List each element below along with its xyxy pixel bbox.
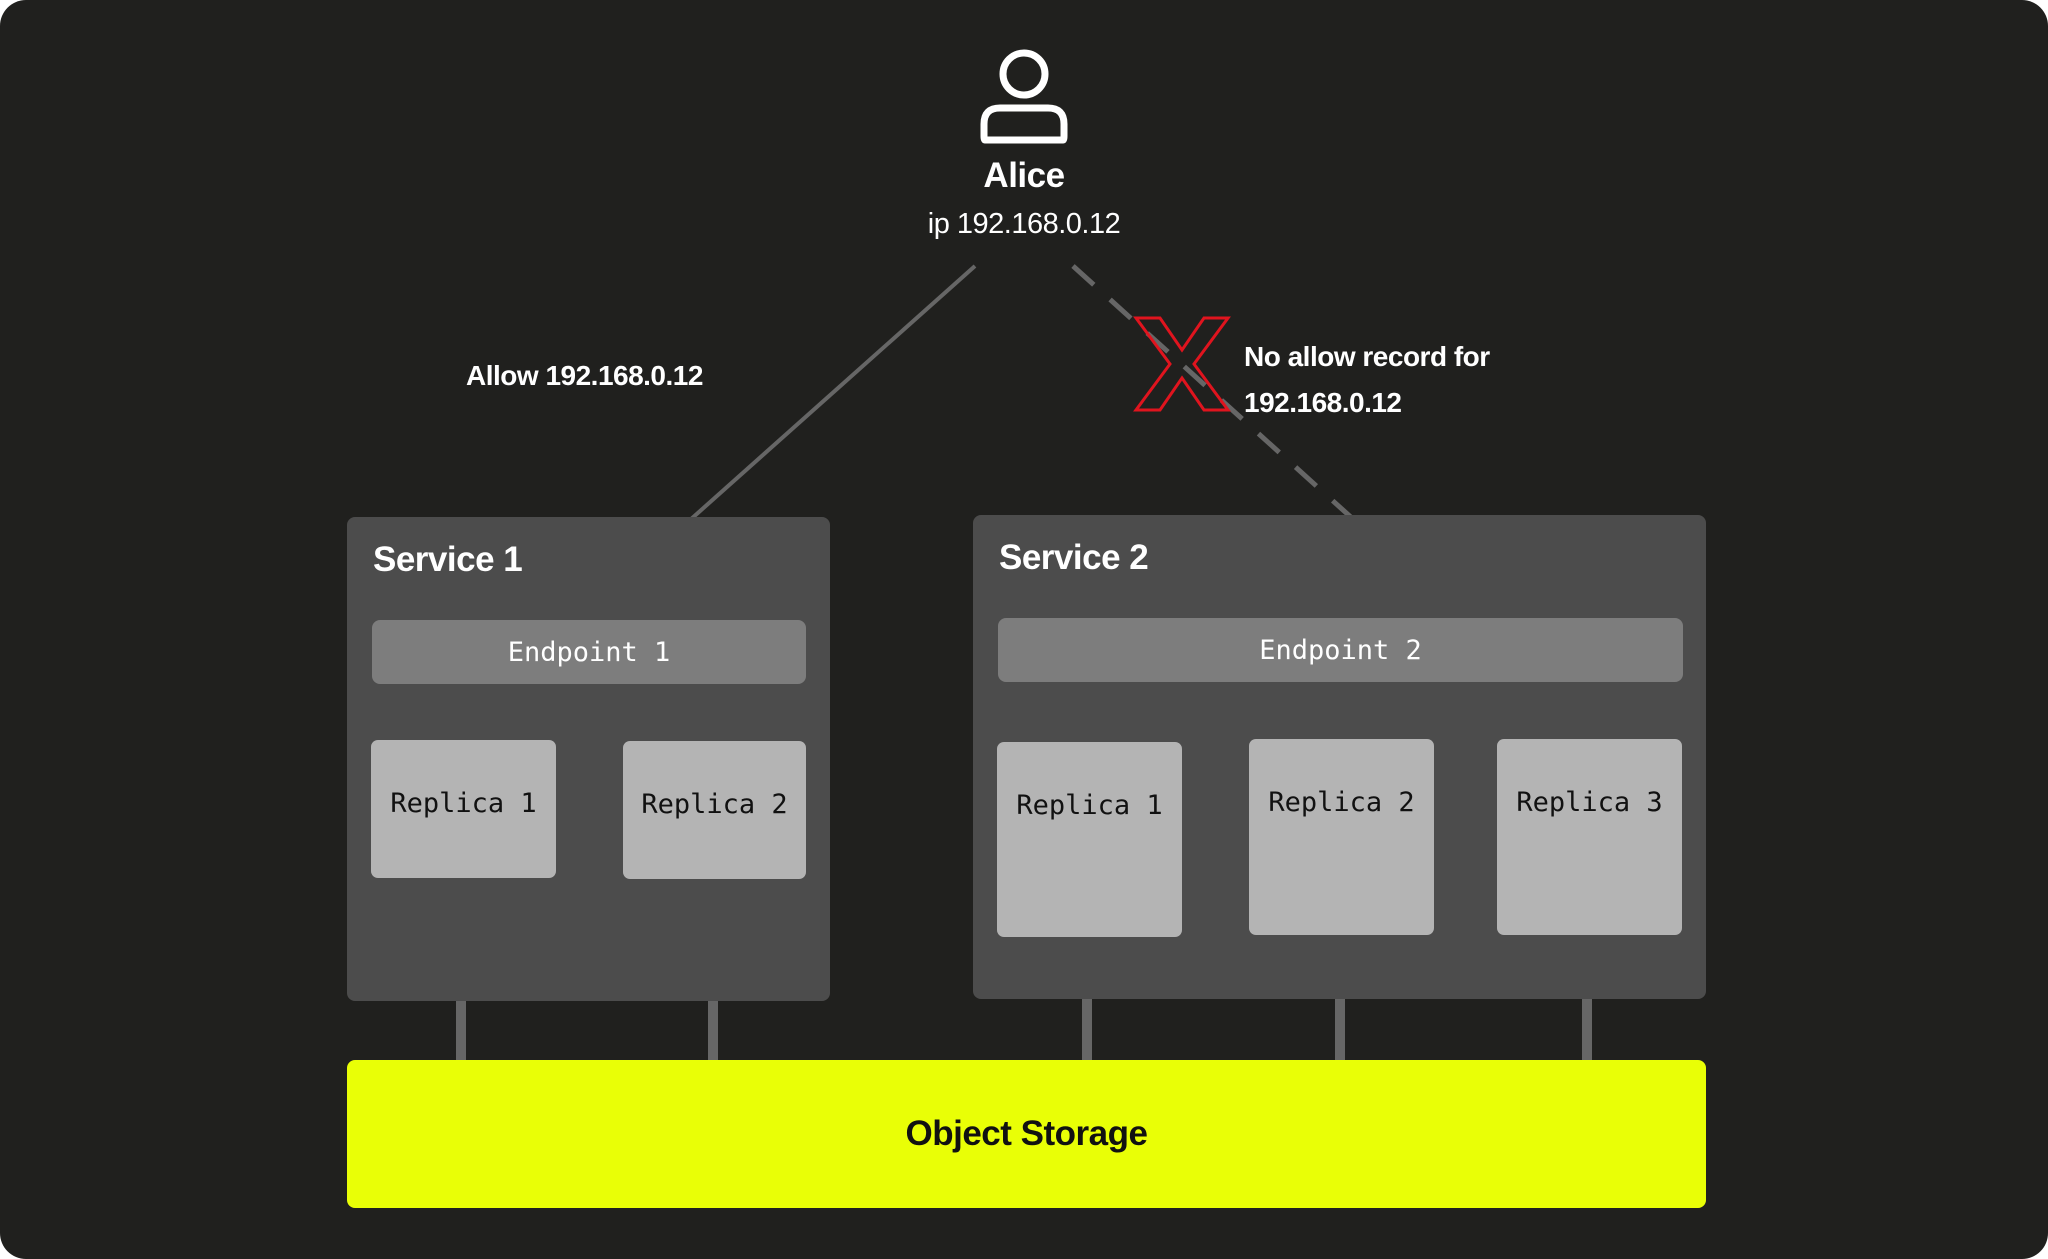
service-2-endpoint: Endpoint 2 <box>998 618 1683 682</box>
service-1-replica-1: Replica 1 <box>371 740 556 878</box>
service-1-title: Service 1 <box>373 540 523 579</box>
service-1-endpoint: Endpoint 1 <box>372 620 806 684</box>
service-2-replica-1: Replica 1 <box>997 742 1182 937</box>
user-ip: ip 192.168.0.12 <box>927 208 1121 240</box>
service-2-title: Service 2 <box>999 538 1149 577</box>
service-2-replica-2: Replica 2 <box>1249 739 1434 935</box>
service-1-replica-2: Replica 2 <box>623 741 806 879</box>
user-icon <box>980 49 1068 144</box>
deny-label-line2: 192.168.0.12 <box>1244 387 1402 418</box>
deny-label-line1: No allow record for <box>1244 341 1490 372</box>
object-storage: Object Storage <box>347 1060 1706 1208</box>
deny-x-icon <box>1133 316 1231 412</box>
service-2-replica-3: Replica 3 <box>1497 739 1682 935</box>
deny-label: No allow record for 192.168.0.12 <box>1244 334 1490 426</box>
allow-label: Allow 192.168.0.12 <box>466 360 703 391</box>
user-name: Alice <box>983 156 1065 195</box>
